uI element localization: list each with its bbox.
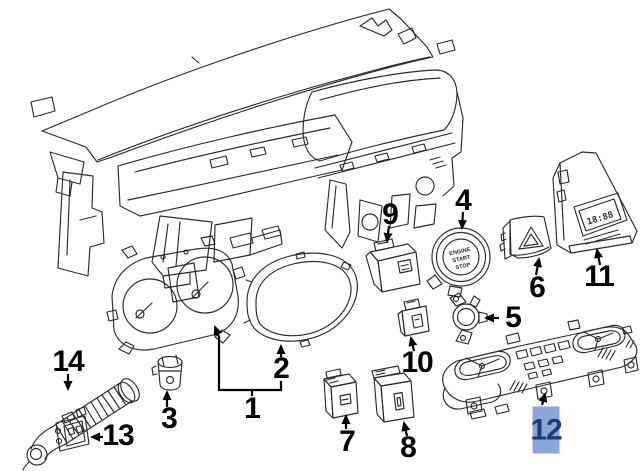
dashboard-assembly-drawing bbox=[30, 8, 464, 289]
flexible-conduit-drawing[interactable] bbox=[22, 375, 143, 471]
switch-7-drawing[interactable] bbox=[323, 368, 359, 419]
bulb-socket-drawing[interactable] bbox=[151, 354, 183, 391]
sensor-drawing[interactable] bbox=[449, 292, 488, 345]
callout-12-highlighted[interactable]: 12 bbox=[530, 406, 563, 454]
callout-1[interactable]: 1 bbox=[244, 392, 261, 425]
leader-arrow-10 bbox=[408, 336, 418, 352]
start-button-text-line2: START bbox=[452, 254, 472, 264]
callout-14[interactable]: 14 bbox=[52, 345, 84, 378]
instrument-cluster-drawing[interactable] bbox=[106, 235, 246, 355]
leader-arrow-11 bbox=[594, 248, 603, 266]
start-button-text-line1: ENGINE bbox=[449, 247, 471, 257]
callout-11[interactable]: 11 bbox=[584, 260, 615, 293]
callout-4[interactable]: 4 bbox=[455, 184, 472, 217]
leader-arrow-9 bbox=[383, 225, 393, 243]
hazard-switch-drawing[interactable] bbox=[499, 215, 552, 260]
clock-drawing[interactable]: 18:88 bbox=[552, 151, 638, 254]
leader-arrow-8 bbox=[401, 421, 411, 437]
leader-bracket-1 bbox=[217, 336, 283, 396]
leader-arrow-6 bbox=[533, 257, 542, 276]
hazard-triangle-icon bbox=[518, 226, 544, 250]
leader-arrow-4 bbox=[458, 211, 467, 230]
callout-2[interactable]: 2 bbox=[273, 352, 290, 385]
usb-slot-icon bbox=[393, 391, 405, 411]
switch-7-icon bbox=[339, 393, 352, 406]
callout-8[interactable]: 8 bbox=[400, 431, 417, 464]
usb-port-drawing[interactable] bbox=[371, 365, 415, 423]
engine-start-stop-button-drawing[interactable]: ENGINE START STOP bbox=[426, 227, 491, 298]
callout-7[interactable]: 7 bbox=[339, 425, 356, 458]
leader-lines bbox=[63, 211, 603, 442]
callout-6[interactable]: 6 bbox=[529, 271, 546, 304]
leader-arrow-12 bbox=[538, 392, 548, 406]
clock-display: 18:88 bbox=[586, 210, 615, 227]
switch-9-icon bbox=[397, 258, 413, 274]
switch-9-drawing[interactable] bbox=[365, 238, 421, 293]
leader-arrow-1 bbox=[213, 325, 223, 338]
switch-10-drawing[interactable] bbox=[397, 298, 430, 337]
climate-control-panel-drawing[interactable] bbox=[442, 319, 639, 420]
callout-10[interactable]: 10 bbox=[401, 346, 433, 379]
callout-9[interactable]: 9 bbox=[382, 198, 399, 231]
callout-13[interactable]: 13 bbox=[102, 419, 134, 452]
callout-5[interactable]: 5 bbox=[505, 301, 522, 334]
switch-10-icon bbox=[411, 313, 424, 329]
cluster-bezel-drawing[interactable] bbox=[243, 251, 358, 348]
start-button-text-line3: STOP bbox=[455, 262, 471, 271]
callout-3[interactable]: 3 bbox=[161, 402, 178, 435]
